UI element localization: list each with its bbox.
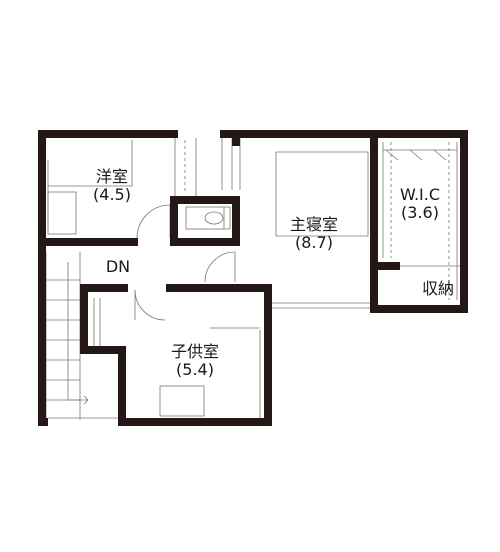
room-label-wic: W.I.C (3.6)	[390, 186, 450, 222]
wic-name: W.I.C	[399, 185, 441, 204]
stairs-down-label: DN	[105, 257, 131, 276]
child-room-size: (5.4)	[176, 360, 214, 379]
walls	[38, 130, 468, 426]
western-room-name: 洋室	[95, 167, 128, 186]
room-label-master-bedroom: 主寝室 (8.7)	[278, 216, 350, 252]
master-bedroom-name: 主寝室	[289, 215, 338, 234]
child-room-name: 子供室	[170, 342, 219, 361]
room-label-child-room: 子供室 (5.4)	[160, 343, 230, 379]
western-room-size: (4.5)	[93, 185, 131, 204]
storage-label: 収納	[421, 279, 454, 298]
master-bedroom-size: (8.7)	[295, 233, 333, 252]
wic-size: (3.6)	[401, 203, 439, 222]
room-label-western-room: 洋室 (4.5)	[84, 168, 140, 204]
